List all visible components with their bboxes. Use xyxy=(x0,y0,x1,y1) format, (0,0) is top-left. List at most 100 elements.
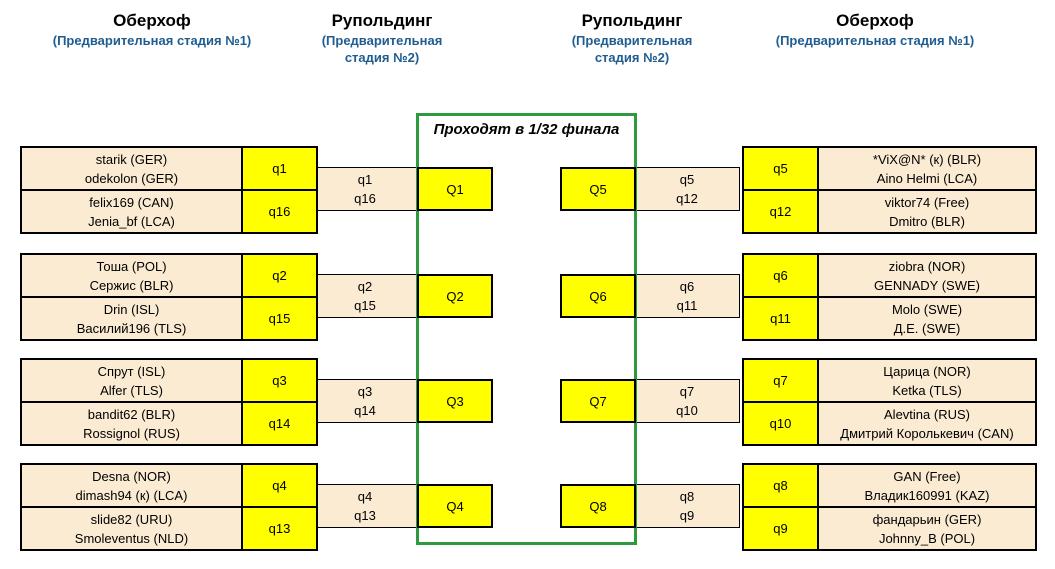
player-name: GAN (Free) xyxy=(893,468,961,484)
header-ruhpolding-right: Рупольдинг (Предварительная стадия №2) xyxy=(552,10,712,66)
player-pair: starik (GER) odekolon (GER) xyxy=(22,148,243,189)
header-oberhof-left: Оберхоф (Предварительная стадия №1) xyxy=(20,10,284,50)
player-name: Дмитрий Королькевич (CAN) xyxy=(840,425,1014,441)
winner-code-box: Q5 xyxy=(560,167,636,211)
player-name: Dmitro (BLR) xyxy=(889,213,965,229)
bracket-group-left-3: Спрут (ISL) Alfer (TLS) q3 bandit62 (BLR… xyxy=(20,358,318,446)
match-code: q3 xyxy=(357,384,373,399)
match-code: q4 xyxy=(357,489,373,504)
bracket-group-right-1: q5 *ViX@N* (к) (BLR) Aino Helmi (LCA) q1… xyxy=(742,146,1037,234)
bracket-group-right-3: q7 Царица (NOR) Ketka (TLS) q10 Alevtina… xyxy=(742,358,1037,446)
winner-code-box: Q3 xyxy=(417,379,493,423)
match-code: q1 xyxy=(357,172,373,187)
player-name: Тоша (POL) xyxy=(96,258,167,274)
player-name: bandit62 (BLR) xyxy=(87,406,176,422)
player-pair: Molo (SWE) Д.Е. (SWE) xyxy=(819,298,1035,339)
match-link-box: q4 q13 xyxy=(312,484,418,528)
qual-code-cell: q10 xyxy=(744,403,819,444)
player-name: Владик160991 (KAZ) xyxy=(864,487,990,503)
match-code: q16 xyxy=(354,191,376,206)
match-code: q12 xyxy=(676,191,698,206)
player-name: Alevtina (RUS) xyxy=(884,406,970,422)
player-name: Царица (NOR) xyxy=(883,363,971,379)
player-name: Johnny_B (POL) xyxy=(878,530,976,546)
match-link-box: q8 q9 xyxy=(634,484,740,528)
match-code: q13 xyxy=(354,508,376,523)
player-name: viktor74 (Free) xyxy=(884,194,970,210)
player-name: dimash94 (к) (LCA) xyxy=(75,487,188,503)
qual-code-cell: q13 xyxy=(243,508,316,549)
player-name: *ViX@N* (к) (BLR) xyxy=(872,151,982,167)
player-pair: felix169 (CAN) Jenia_bf (LCA) xyxy=(22,191,243,232)
qual-code-cell: q12 xyxy=(744,191,819,232)
bracket-group-left-1: starik (GER) odekolon (GER) q1 felix169 … xyxy=(20,146,318,234)
match-code: q11 xyxy=(676,298,698,313)
match-code: q9 xyxy=(679,508,695,523)
match-link-box: q1 q16 xyxy=(312,167,418,211)
player-name: ziobra (NOR) xyxy=(888,258,966,274)
header-city: Оберхоф xyxy=(113,11,191,30)
match-code: q14 xyxy=(354,403,376,418)
player-name: Molo (SWE) xyxy=(891,301,963,317)
qual-code-cell: q15 xyxy=(243,298,316,339)
player-pair: Alevtina (RUS) Дмитрий Королькевич (CAN) xyxy=(819,403,1035,444)
match-link-box: q5 q12 xyxy=(634,167,740,211)
player-pair: Desna (NOR) dimash94 (к) (LCA) xyxy=(22,465,243,506)
player-pair: Тоша (POL) Сержис (BLR) xyxy=(22,255,243,296)
player-name: Спрут (ISL) xyxy=(97,363,166,379)
qual-code-cell: q1 xyxy=(243,148,316,189)
player-name: Aino Helmi (LCA) xyxy=(876,170,978,186)
match-link-box: q2 q15 xyxy=(312,274,418,318)
qual-code-cell: q14 xyxy=(243,403,316,444)
player-pair: bandit62 (BLR) Rossignol (RUS) xyxy=(22,403,243,444)
qual-code-cell: q16 xyxy=(243,191,316,232)
player-name: фандарьин (GER) xyxy=(872,511,982,527)
player-pair: Drin (ISL) Василий196 (TLS) xyxy=(22,298,243,339)
qual-code-cell: q4 xyxy=(243,465,316,506)
player-name: Desna (NOR) xyxy=(92,468,171,484)
winner-code-box: Q7 xyxy=(560,379,636,423)
player-name: Д.Е. (SWE) xyxy=(893,320,961,336)
player-pair: ziobra (NOR) GENNADY (SWE) xyxy=(819,255,1035,296)
match-code: q7 xyxy=(679,384,695,399)
match-code: q6 xyxy=(679,279,695,294)
winner-code-box: Q2 xyxy=(417,274,493,318)
player-name: Jenia_bf (LCA) xyxy=(88,213,175,229)
qual-code-cell: q11 xyxy=(744,298,819,339)
header-ruhpolding-left: Рупольдинг (Предварительная стадия №2) xyxy=(302,10,462,66)
match-link-box: q6 q11 xyxy=(634,274,740,318)
player-pair: GAN (Free) Владик160991 (KAZ) xyxy=(819,465,1035,506)
qual-code-cell: q5 xyxy=(744,148,819,189)
player-name: starik (GER) xyxy=(95,151,168,167)
bracket-group-left-4: Desna (NOR) dimash94 (к) (LCA) q4 slide8… xyxy=(20,463,318,551)
player-name: felix169 (CAN) xyxy=(89,194,174,210)
qualify-frame xyxy=(416,113,637,545)
player-name: Сержис (BLR) xyxy=(89,277,174,293)
match-code: q5 xyxy=(679,172,695,187)
player-name: Alfer (TLS) xyxy=(100,382,163,398)
qual-code-cell: q9 xyxy=(744,508,819,549)
player-pair: Спрут (ISL) Alfer (TLS) xyxy=(22,360,243,401)
header-city: Рупольдинг xyxy=(581,11,683,30)
qual-code-cell: q7 xyxy=(744,360,819,401)
bracket-group-right-2: q6 ziobra (NOR) GENNADY (SWE) q11 Molo (… xyxy=(742,253,1037,341)
bracket-group-left-2: Тоша (POL) Сержис (BLR) q2 Drin (ISL) Ва… xyxy=(20,253,318,341)
header-oberhof-right: Оберхоф (Предварительная стадия №1) xyxy=(739,10,1011,50)
qualify-title: Проходят в 1/32 финала xyxy=(433,121,620,138)
match-code: q2 xyxy=(357,279,373,294)
match-link-box: q7 q10 xyxy=(634,379,740,423)
player-name: Smoleventus (NLD) xyxy=(74,530,189,546)
header-stage: (Предварительная стадия №2) xyxy=(321,33,443,65)
qual-code-cell: q6 xyxy=(744,255,819,296)
match-code: q15 xyxy=(354,298,376,313)
player-name: Drin (ISL) xyxy=(103,301,160,317)
header-stage: (Предварительная стадия №1) xyxy=(775,33,975,49)
player-pair: viktor74 (Free) Dmitro (BLR) xyxy=(819,191,1035,232)
winner-code-box: Q4 xyxy=(417,484,493,528)
qual-code-cell: q8 xyxy=(744,465,819,506)
header-stage: (Предварительная стадия №2) xyxy=(571,33,693,65)
match-code: q10 xyxy=(676,403,698,418)
winner-code-box: Q8 xyxy=(560,484,636,528)
player-name: Rossignol (RUS) xyxy=(83,425,180,441)
